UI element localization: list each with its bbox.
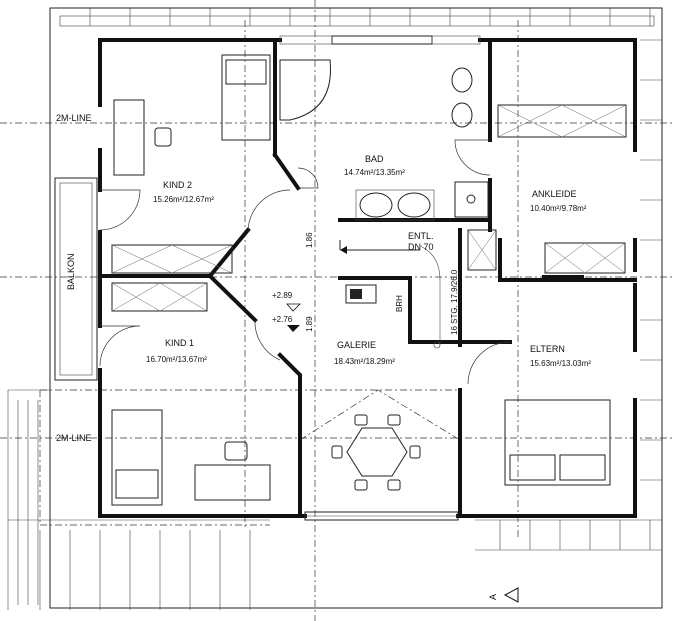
level-upper-label: +2.89 bbox=[272, 291, 293, 300]
desk-kind2 bbox=[113, 99, 145, 176]
doors bbox=[99, 139, 511, 385]
dining-table bbox=[346, 427, 408, 477]
dimension-upper: 1.86 bbox=[305, 232, 314, 248]
exterior-walls bbox=[98, 35, 637, 521]
room-area-bad: 14.74m²/13.35m² bbox=[344, 168, 405, 177]
line-label-lower: 2M-LINE bbox=[56, 433, 92, 443]
level-lower-label: +2.76 bbox=[272, 315, 293, 324]
level-markers bbox=[286, 246, 420, 332]
line-label-upper: 2M-LINE bbox=[56, 113, 92, 123]
desk-kind1 bbox=[194, 464, 271, 501]
bed-kind2 bbox=[221, 54, 271, 141]
bed-eltern bbox=[504, 399, 611, 486]
balcony-label: BALKON bbox=[66, 253, 76, 290]
room-name-ankleide: ANKLEIDE bbox=[532, 189, 577, 199]
room-area-kind1: 16.70m²/13.67m² bbox=[146, 355, 207, 364]
railing-label: BRH bbox=[395, 295, 404, 312]
shower bbox=[454, 181, 489, 218]
ventilation-label-1: ENTL. bbox=[408, 231, 434, 241]
dimension-lower: 1.89 bbox=[305, 316, 314, 332]
room-area-galerie: 18.43m²/18.29m² bbox=[334, 357, 395, 366]
section-marker-label: A bbox=[488, 594, 498, 600]
sink-2 bbox=[397, 192, 431, 218]
ventilation-label-2: DN 70 bbox=[408, 242, 434, 252]
room-name-kind2: KIND 2 bbox=[163, 180, 192, 190]
room-name-kind1: KIND 1 bbox=[165, 338, 194, 348]
room-name-eltern: ELTERN bbox=[530, 344, 565, 354]
room-area-kind2: 15.26m²/12.67m² bbox=[153, 195, 214, 204]
bidet bbox=[451, 102, 473, 128]
sink-1 bbox=[359, 192, 393, 218]
room-area-eltern: 15.63m²/13.03m² bbox=[530, 359, 591, 368]
furniture bbox=[111, 54, 611, 506]
room-name-galerie: GALERIE bbox=[337, 340, 376, 350]
room-area-ankleide: 10.40m²/9.78m² bbox=[530, 204, 587, 213]
room-name-bad: BAD bbox=[365, 154, 384, 164]
bed-kind1 bbox=[111, 409, 163, 506]
stairs-label: 16 STG. 17.9/26.0 bbox=[450, 269, 459, 335]
bathtub bbox=[279, 59, 331, 121]
closets bbox=[111, 104, 627, 312]
balcony bbox=[54, 177, 98, 381]
section-marker: A bbox=[488, 587, 519, 603]
roof-outline bbox=[7, 7, 663, 610]
toilet bbox=[451, 67, 473, 93]
